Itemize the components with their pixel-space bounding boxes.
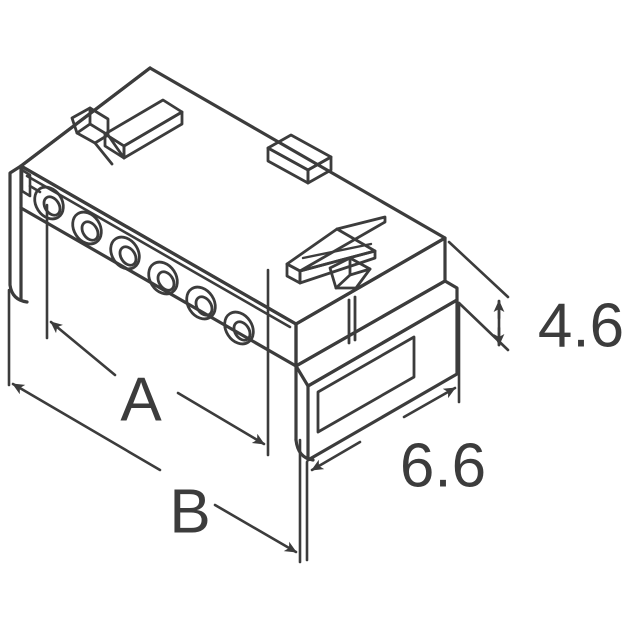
dimension-label-a: A [120, 365, 162, 434]
lower-front-pocket [316, 335, 416, 434]
contact-cavity [185, 285, 217, 321]
dimension-annotations [7, 203, 510, 564]
left-end-cap-outline [8, 164, 29, 304]
left-end-cap-tab [20, 168, 32, 198]
lower-body-front-face [306, 298, 459, 462]
dimension-label-depth: 6.6 [400, 431, 486, 500]
dim-a-line-right [176, 391, 266, 446]
keying-boss [266, 133, 333, 185]
latch-front-blade-top [285, 215, 387, 273]
latch-rear-stem [106, 133, 126, 160]
latch-front-right [285, 215, 387, 290]
dim-46-ext-top [447, 240, 510, 299]
dim-66-line-left [310, 440, 362, 472]
contact-cavity [147, 260, 179, 296]
latch-rear-stem-2 [93, 141, 114, 166]
dimension-label-b: B [169, 477, 210, 546]
dim-a-line-left [49, 320, 117, 377]
contact-cavity [223, 310, 255, 346]
latch-rear-left [70, 98, 184, 166]
latch-front-hook-edge2 [348, 267, 372, 277]
keying-boss-side [306, 155, 333, 185]
upper-body-rear-left-edge [19, 66, 152, 168]
connector-body [8, 66, 459, 462]
dim-b-line-left [11, 382, 162, 472]
latch-rear-blade-front [122, 110, 184, 160]
lower-body-top-ledge [294, 279, 459, 388]
contact-cavity [109, 235, 141, 271]
latch-front-hook [328, 256, 372, 290]
contact-cavity-group [33, 185, 255, 346]
front-face-inner-edge [25, 174, 292, 329]
contact-cavity [71, 210, 103, 246]
dim-b-line-right [213, 503, 298, 554]
dimension-label-height: 4.6 [538, 291, 624, 360]
latch-rear-hook-edge2 [75, 122, 92, 135]
dim-66-line-right [402, 386, 457, 419]
latch-front-blade-slot [301, 242, 373, 260]
